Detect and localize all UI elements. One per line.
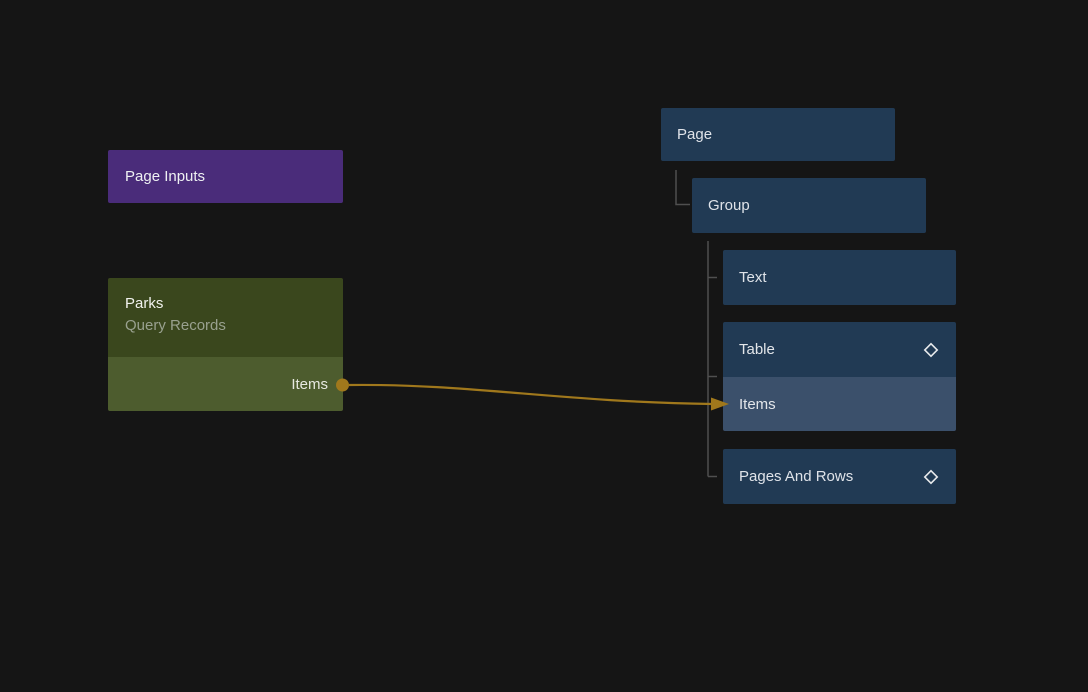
tree-node-table-items-row[interactable]: Items bbox=[723, 377, 956, 431]
tree-node-page[interactable]: Page bbox=[661, 108, 895, 161]
connection-wire[interactable] bbox=[348, 383, 714, 406]
tree-node-pages-and-rows[interactable]: Pages And Rows bbox=[723, 449, 956, 504]
tree-node-group-label: Group bbox=[708, 197, 750, 214]
tree-node-page-label: Page bbox=[677, 126, 713, 143]
node-parks-query[interactable]: Parks Query Records Items bbox=[108, 278, 343, 411]
tree-line-page-group bbox=[675, 170, 690, 206]
tree-node-table[interactable]: Table bbox=[723, 322, 956, 377]
tree-node-table-block: Table Items bbox=[723, 322, 956, 431]
node-page-inputs-label: Page Inputs bbox=[125, 168, 206, 185]
tree-node-table-items-label: Items bbox=[739, 395, 776, 413]
diamond-icon bbox=[922, 341, 940, 359]
node-page-inputs[interactable]: Page Inputs bbox=[108, 150, 343, 203]
tree-node-table-label: Table bbox=[739, 341, 775, 358]
node-parks-output-label: Items bbox=[291, 375, 328, 393]
node-parks-title: Parks bbox=[125, 295, 164, 312]
tree-node-group[interactable]: Group bbox=[692, 178, 926, 233]
tree-node-text[interactable]: Text bbox=[723, 250, 956, 305]
tree-node-pages-and-rows-label: Pages And Rows bbox=[739, 468, 854, 485]
node-parks-subtitle: Query Records bbox=[125, 317, 226, 334]
diamond-icon bbox=[922, 468, 940, 486]
tree-node-text-label: Text bbox=[739, 269, 767, 286]
node-parks-header: Parks Query Records bbox=[108, 278, 343, 357]
node-parks-output-row[interactable]: Items bbox=[108, 357, 343, 411]
